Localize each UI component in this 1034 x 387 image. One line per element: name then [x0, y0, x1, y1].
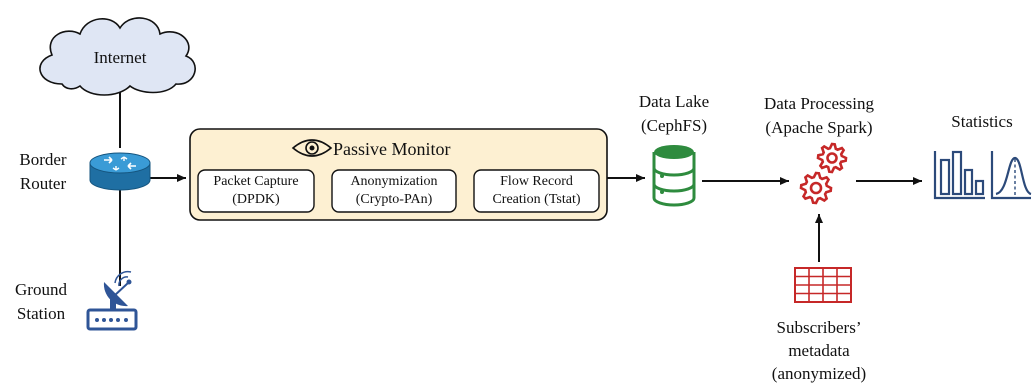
bar-chart-icon: [933, 150, 985, 200]
table-icon: [794, 267, 852, 303]
packet-capture-line2: (DPDK): [232, 192, 280, 207]
packet-capture-box: [197, 169, 315, 213]
flow-record-line1: Flow Record: [500, 174, 573, 189]
internet-label: Internet: [93, 48, 147, 67]
packet-capture-line1: Packet Capture: [213, 174, 299, 189]
anonymization-box: [331, 169, 457, 213]
ground-station-label-line2: Station: [16, 304, 66, 323]
statistics-label: Statistics: [951, 112, 1013, 131]
satellite-dish-icon: [86, 270, 138, 331]
data-processing-label-line1: Data Processing: [763, 94, 874, 113]
anonymization-line2: (Crypto-PAn): [355, 192, 433, 207]
gears-icon: [799, 142, 848, 205]
border-router-label-line1: Border: [19, 150, 67, 169]
subscribers-label-line3: (anonymized): [771, 364, 867, 383]
eye-icon: [291, 139, 333, 157]
data-processing-label-line2: (Apache Spark): [765, 118, 873, 137]
border-router-label-line2: Router: [19, 174, 67, 193]
router-icon: [89, 152, 151, 191]
internet-cloud-icon: [39, 17, 196, 96]
data-lake-label-line1: Data Lake: [638, 92, 710, 111]
subscribers-label-line2: metadata: [788, 341, 850, 360]
flow-record-line2: Creation (Tstat): [492, 192, 581, 207]
flow-record-box: [473, 169, 600, 213]
distribution-curve-icon: [990, 151, 1032, 200]
database-icon: [652, 145, 696, 207]
anonymization-line1: Anonymization: [350, 174, 438, 189]
data-lake-label-line2: (CephFS): [640, 116, 708, 135]
passive-monitor-title: Passive Monitor: [333, 139, 451, 159]
subscribers-label-line1: Subscribers’: [776, 318, 862, 337]
ground-station-label-line1: Ground: [15, 280, 67, 299]
